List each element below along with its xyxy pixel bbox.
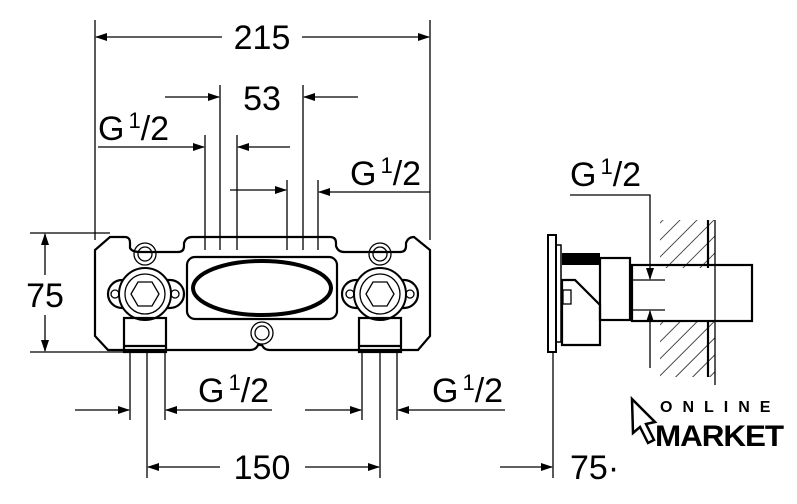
dim-75-depth: 75· xyxy=(570,449,619,487)
dimension-height: 75 xyxy=(26,232,125,353)
side-view xyxy=(547,220,754,478)
dimension-depth: 75· xyxy=(500,449,619,487)
svg-text:G1/2: G1/2 xyxy=(570,154,641,194)
dim-75-height: 75 xyxy=(26,277,64,315)
mounting-plate-front xyxy=(93,235,432,354)
valve-left xyxy=(106,242,186,354)
dimension-overall-width: 215 xyxy=(94,19,431,240)
valve-right xyxy=(340,242,420,354)
dim-53: 53 xyxy=(243,80,281,118)
dimension-inlet-spacing: 53 xyxy=(165,80,358,250)
svg-text:G1/2: G1/2 xyxy=(350,153,421,193)
svg-text:ONLINE: ONLINE xyxy=(660,399,780,416)
dim-150: 150 xyxy=(234,449,291,487)
svg-text:G1/2: G1/2 xyxy=(198,370,269,410)
onlinemarket-logo: ONLINE MARKET xyxy=(630,395,785,453)
dim-215: 215 xyxy=(234,19,291,57)
svg-text:G1/2: G1/2 xyxy=(98,108,169,148)
cursor-icon xyxy=(630,395,658,445)
inlet-extension-lines xyxy=(204,135,319,250)
dimension-outlet-spacing: 150 xyxy=(147,449,380,487)
svg-text:G1/2: G1/2 xyxy=(432,370,503,410)
svg-text:MARKET: MARKET xyxy=(655,420,784,453)
